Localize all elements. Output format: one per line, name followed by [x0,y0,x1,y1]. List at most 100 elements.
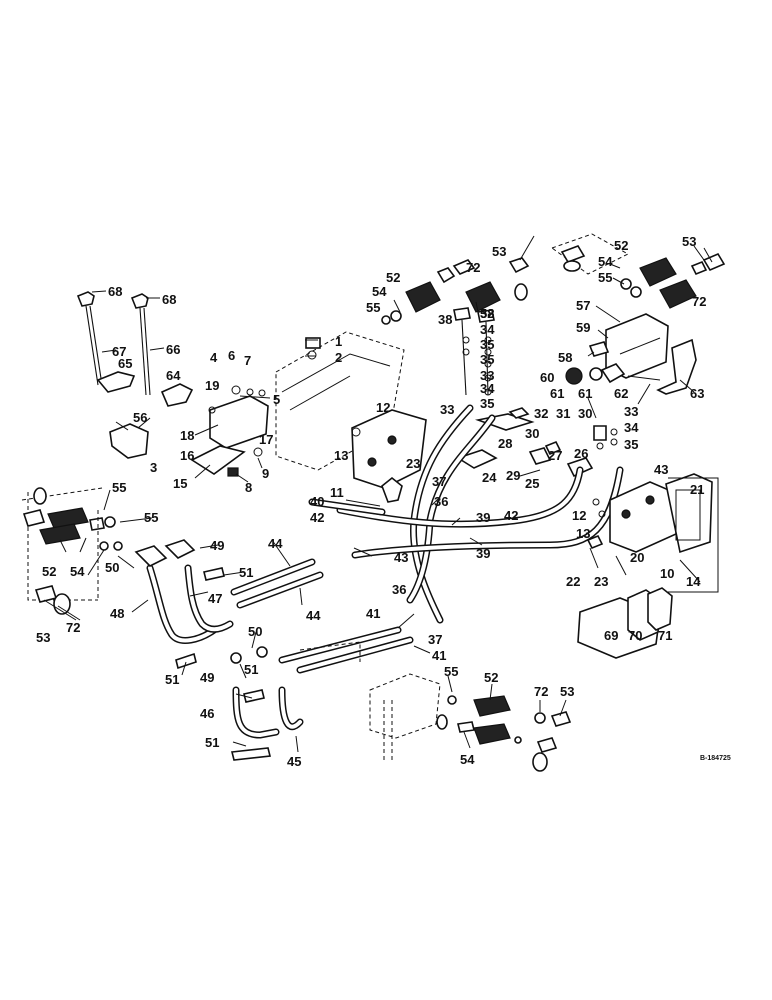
callout-13-upper: 13 [334,448,348,463]
callout-39-lower: 39 [476,546,490,561]
callout-67: 67 [112,344,126,359]
lower-right-couplers [436,695,572,772]
callout-49-upper: 49 [210,538,224,553]
callout-43-left: 43 [394,550,408,565]
callout-29: 29 [506,468,520,483]
callout-36-lower: 36 [392,582,406,597]
callout-14: 14 [686,574,701,589]
callout-8: 8 [245,480,252,495]
callout-26: 26 [574,446,588,461]
callout-34-b: 34 [480,381,495,396]
callout-51-c: 51 [244,662,258,677]
callout-35-c: 35 [480,396,494,411]
callout-9: 9 [262,466,269,481]
callout-64: 64 [166,368,181,383]
callout-53-b: 53 [682,234,696,249]
callout-45: 45 [287,754,301,769]
callout-32: 32 [534,406,548,421]
callout-34-c: 34 [624,420,639,435]
callout-24: 24 [482,470,497,485]
callout-41-lower: 41 [432,648,446,663]
callout-51-d: 51 [205,735,219,750]
callout-17: 17 [259,432,273,447]
callout-2: 2 [335,350,342,365]
callout-65: 65 [118,356,132,371]
callout-53-d: 53 [560,684,574,699]
callout-39-upper: 39 [476,510,490,525]
callout-68-left: 68 [108,284,122,299]
callout-59: 59 [576,320,590,335]
callout-52-c: 52 [614,238,628,253]
callout-72-a: 72 [466,260,480,275]
callout-54-a: 54 [372,284,387,299]
callout-57: 57 [576,298,590,313]
callout-5: 5 [273,392,280,407]
callout-36-upper: 36 [434,494,448,509]
valve-body-block [190,331,405,477]
callout-35-a: 35 [480,337,494,352]
callout-47: 47 [208,591,222,606]
callout-11: 11 [330,485,344,500]
callout-18: 18 [180,428,194,443]
callout-54-c: 54 [70,564,85,579]
callout-15: 15 [173,476,187,491]
callout-31: 31 [556,406,570,421]
left-tubes [134,539,234,644]
callout-72-b: 72 [692,294,706,309]
callout-52-d: 52 [42,564,56,579]
callout-66: 66 [166,342,180,357]
control-levers [76,291,194,459]
callout-12-lower: 12 [572,508,586,523]
callout-37-upper: 37 [432,474,446,489]
lower-tubes [175,646,304,761]
callout-46: 46 [200,706,214,721]
callout-69: 69 [604,628,618,643]
callout-54-b: 54 [598,254,613,269]
callout-50-lower: 50 [248,624,262,639]
callout-53-c: 53 [36,630,50,645]
callout-43-right: 43 [654,462,668,477]
callout-50-left: 50 [105,560,119,575]
callout-3: 3 [150,460,157,475]
lower-manifold [299,641,441,760]
callout-23-lower: 23 [594,574,608,589]
callout-7: 7 [244,353,251,368]
callout-30-right: 30 [578,406,592,421]
callout-48: 48 [110,606,124,621]
callout-53-a: 53 [492,244,506,259]
callout-13-lower: 13 [576,526,590,541]
callout-60: 60 [540,370,554,385]
callout-62: 62 [614,386,628,401]
callout-33-left: 33 [440,402,454,417]
callout-51-a: 51 [239,565,253,580]
callout-40: 40 [310,494,324,509]
callout-30-left: 30 [525,426,539,441]
right-valve-and-plates [577,473,719,659]
callout-52-e: 52 [484,670,498,685]
callout-42-right: 42 [504,508,518,523]
callout-72-d: 72 [534,684,548,699]
callout-12-upper: 12 [376,400,390,415]
callout-10: 10 [660,566,674,581]
figure-reference: B-184725 [700,755,731,762]
callout-49-lower: 49 [200,670,214,685]
callout-44-upper: 44 [268,536,283,551]
callout-52-b: 52 [480,306,494,321]
callout-44-lower: 44 [306,608,321,623]
left-couplers [21,487,123,615]
callout-19: 19 [205,378,219,393]
callout-33-mid: 33 [480,368,494,383]
callout-55-d: 55 [144,510,158,525]
parts-artwork [21,233,726,772]
control-valve-center [351,409,427,503]
callout-72-c: 72 [66,620,80,635]
callout-41-upper: 41 [366,606,380,621]
callout-35-b: 35 [480,352,494,367]
callout-38-left: 38 [438,312,452,327]
callout-61-right: 61 [578,386,592,401]
callout-6: 6 [228,348,235,363]
callout-55-e: 55 [444,664,458,679]
callout-68-right: 68 [162,292,176,307]
callout-33-right: 33 [624,404,638,419]
